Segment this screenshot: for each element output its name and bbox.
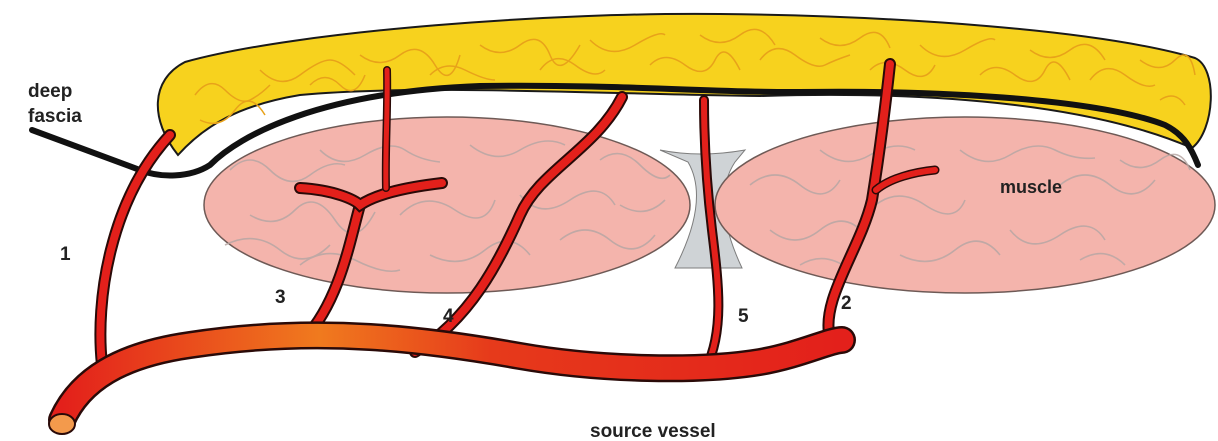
source-vessel bbox=[49, 335, 842, 434]
label-source-vessel: source vessel bbox=[590, 421, 716, 441]
label-vessel-2: 2 bbox=[841, 293, 852, 314]
label-deep-fascia-line1: deep bbox=[28, 81, 72, 102]
label-muscle: muscle bbox=[1000, 177, 1062, 197]
label-vessel-5: 5 bbox=[738, 306, 749, 327]
source-vessel-cut-end bbox=[49, 414, 75, 434]
label-vessel-1: 1 bbox=[60, 244, 71, 265]
muscle-belly-right bbox=[715, 117, 1215, 293]
label-vessel-4: 4 bbox=[443, 306, 454, 327]
label-deep-fascia-line2: fascia bbox=[28, 106, 82, 127]
label-vessel-3: 3 bbox=[275, 287, 286, 308]
